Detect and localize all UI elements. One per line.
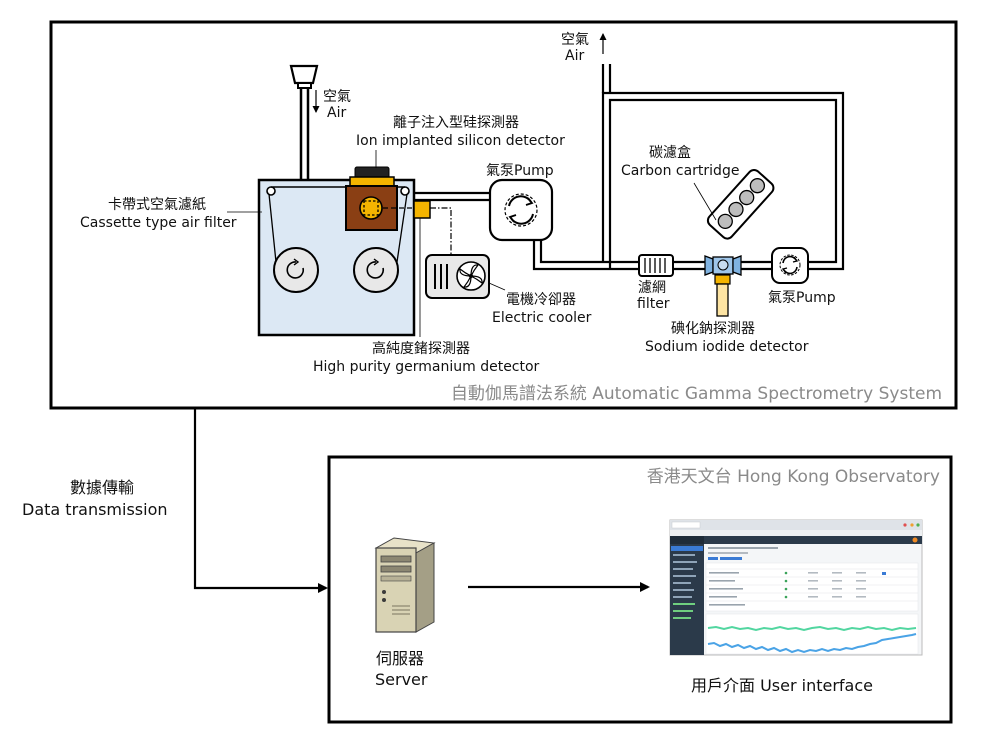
pump-rotation-icon bbox=[504, 193, 538, 227]
server-tower-icon bbox=[374, 537, 436, 633]
ion-detector-label-zh: 離子注入型硅探測器 bbox=[393, 114, 519, 131]
pump-2-label: 氣泵Pump bbox=[768, 290, 836, 306]
air-in-label-zh: 空氣 bbox=[323, 89, 351, 105]
server: 伺服器 Server bbox=[374, 537, 436, 689]
air-inlet: 空氣 Air bbox=[289, 64, 351, 180]
filter-label-en: filter bbox=[637, 296, 670, 312]
pump-2: 氣泵Pump bbox=[768, 247, 836, 306]
system-caption: 自動伽馬譜法系統 Automatic Gamma Spectrometry Sy… bbox=[451, 384, 942, 404]
air-inlet-icon bbox=[289, 64, 319, 89]
carbon-cartridge: 碳濾盒 Carbon cartridge bbox=[621, 144, 775, 240]
system-frame bbox=[49, 20, 958, 410]
pump-2-rotation-icon bbox=[779, 254, 801, 276]
observatory-caption: 香港天文台 Hong Kong Observatory bbox=[647, 467, 940, 487]
ui-blue-trend bbox=[707, 633, 917, 654]
cassette-label-en: Cassette type air filter bbox=[80, 215, 237, 231]
transmission-label-zh: 數據傳輸 bbox=[70, 478, 134, 497]
ion-silicon-detector: 離子注入型硅探測器 Ion implanted silicon detector bbox=[345, 114, 565, 231]
ion-detector-label-en: Ion implanted silicon detector bbox=[356, 133, 565, 149]
reel-left-icon bbox=[273, 247, 319, 293]
carbon-label-en: Carbon cartridge bbox=[621, 163, 739, 179]
cassette-label-zh: 卡帶式空氣濾紙 bbox=[108, 197, 206, 213]
transmission-label-en: Data transmission bbox=[22, 500, 168, 519]
cassette-air-filter: 卡帶式空氣濾紙 Cassette type air filter bbox=[80, 178, 416, 337]
filter-label-zh: 濾網 bbox=[638, 280, 666, 296]
server-label-en: Server bbox=[375, 670, 428, 689]
cooler-label-en: Electric cooler bbox=[492, 310, 592, 326]
ui-label: 用戶介面 User interface bbox=[691, 676, 873, 695]
hpge-label-zh: 高純度鍺探測器 bbox=[372, 340, 470, 357]
electric-cooler: 電機冷卻器 Electric cooler bbox=[425, 254, 592, 326]
air-out-label-en: Air bbox=[565, 48, 584, 64]
server-label-zh: 伺服器 bbox=[376, 649, 424, 668]
nai-label-en: Sodium iodide detector bbox=[645, 339, 809, 355]
ui-green-trend bbox=[707, 625, 917, 632]
fan-cooler-icon bbox=[456, 261, 486, 291]
carbon-label-zh: 碳濾盒 bbox=[649, 144, 691, 161]
hpge-label-en: High purity germanium detector bbox=[313, 359, 540, 375]
sodium-iodide-detector: 碘化鈉探測器 Sodium iodide detector bbox=[645, 255, 809, 355]
air-outlet: 空氣 Air bbox=[561, 32, 607, 64]
pump-1: 氣泵Pump bbox=[486, 163, 554, 242]
air-out-label-zh: 空氣 bbox=[561, 32, 589, 48]
pump-1-label: 氣泵Pump bbox=[486, 163, 554, 179]
air-in-label-en: Air bbox=[327, 105, 346, 121]
cooler-label-zh: 電機冷卻器 bbox=[506, 292, 576, 308]
transmission-line bbox=[193, 408, 328, 593]
observatory-frame bbox=[327, 455, 953, 724]
hpge-detector: 高純度鍺探測器 High purity germanium detector bbox=[313, 200, 540, 375]
cooler-link bbox=[430, 207, 452, 255]
nai-label-zh: 碘化鈉探測器 bbox=[671, 320, 755, 337]
reel-right-icon bbox=[353, 247, 399, 293]
dashboard-screenshot-icon bbox=[669, 519, 923, 656]
mesh-filter: 濾網 filter bbox=[637, 254, 674, 312]
